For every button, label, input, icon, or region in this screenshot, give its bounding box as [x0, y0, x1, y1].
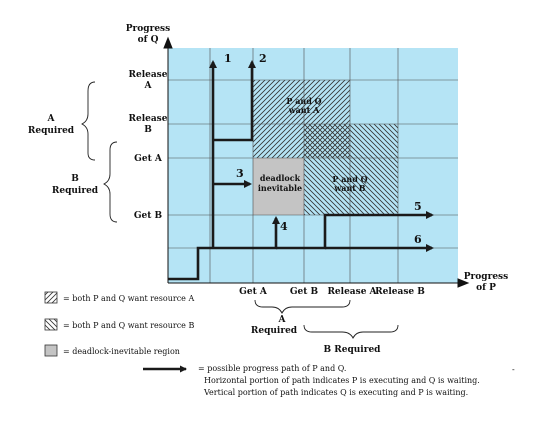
p-get-a-label: Get A	[239, 287, 268, 297]
y-axis-title: Progress	[126, 24, 170, 34]
path-label-2: 2	[259, 52, 267, 65]
deadlock-label-2: inevitable	[258, 183, 302, 193]
progress-paths	[168, 60, 434, 281]
bottom-brace-a-label: A	[278, 315, 287, 325]
region-b-label: P and Q	[332, 174, 367, 184]
left-brace-a-label: A	[47, 114, 56, 124]
legend-a-text: = both P and Q want resource A	[63, 294, 194, 303]
region-a-label-2: want A	[288, 105, 320, 115]
left-braces	[80, 81, 118, 223]
legend-deadlock-text: = deadlock-inevitable region	[63, 347, 180, 356]
path-5	[276, 211, 434, 250]
legend-a-swatch	[44, 291, 58, 304]
legend-b-text: = both P and Q want resource B	[63, 321, 194, 330]
x-axis-title-2: of P	[476, 283, 496, 293]
legend-deadlock-swatch	[44, 344, 58, 357]
q-release-a-label: Release	[129, 70, 168, 80]
path-base	[168, 246, 213, 281]
path-label-1: 1	[224, 52, 232, 65]
left-brace-b-label-2: Required	[52, 186, 99, 196]
q-release-b-label: Release	[129, 114, 168, 124]
axes	[163, 36, 470, 288]
x-axis-title: Progress	[464, 272, 508, 282]
region-deadlock	[253, 158, 304, 215]
left-brace-a-label-2: Required	[28, 126, 75, 136]
stray-mark: -	[512, 365, 515, 374]
path-label-6: 6	[414, 233, 422, 246]
q-release-b-label-2: B	[144, 125, 152, 135]
region-b-label-2: want B	[333, 183, 365, 193]
q-release-a-label-2: A	[144, 81, 153, 91]
legend: = both P and Q want resource A = both P …	[44, 291, 480, 397]
q-get-a-label: Get A	[134, 154, 163, 164]
legend-b-swatch	[44, 318, 58, 331]
y-axis-title-2: of Q	[138, 35, 159, 45]
legend-path-text-3: Vertical portion of path indicates Q is …	[203, 388, 468, 397]
bottom-brace-a-label-2: Required	[251, 326, 298, 336]
p-release-a-label: Release A	[327, 287, 377, 297]
bottom-braces	[254, 299, 399, 340]
q-get-b-label: Get B	[134, 211, 163, 221]
path-2	[213, 60, 256, 142]
path-label-3: 3	[236, 167, 244, 180]
left-brace-b-label: B	[71, 174, 79, 184]
p-get-b-label: Get B	[290, 287, 319, 297]
legend-path-text-2: Horizontal portion of path indicates P i…	[204, 376, 480, 385]
path-label-5: 5	[414, 200, 422, 213]
path-label-4: 4	[280, 220, 288, 233]
legend-path-text: = possible progress path of P and Q.	[198, 364, 346, 373]
deadlock-label: deadlock	[260, 173, 301, 183]
p-release-b-label: Release B	[375, 287, 425, 297]
region-a-label: P and Q	[286, 96, 321, 106]
region-both-want-b	[304, 124, 398, 215]
bottom-brace-b-label: B Required	[324, 345, 382, 355]
